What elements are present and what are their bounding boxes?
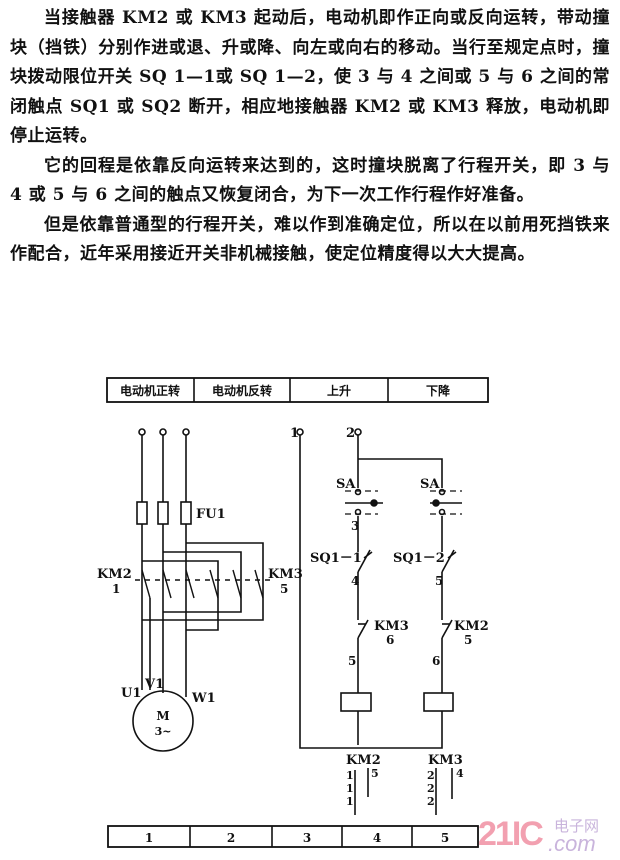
- bottom-cell: 1: [145, 831, 153, 845]
- km3-contact-ref: 2: [427, 782, 435, 795]
- control-circuit: 1 2 SA SA 3 SQ1－1 SQ1－2 4 5 KM3 6 KM2: [290, 426, 489, 815]
- node-3: 3: [351, 519, 359, 533]
- km2-contact-ref: 1: [346, 769, 354, 782]
- km3-coil: [423, 692, 454, 712]
- top-cell: 电动机反转: [212, 383, 272, 398]
- paragraph-3: 但是依靠普通型的行程开关，难以作到准确定位，所以在以前用死挡铁来作配合，近年采用…: [10, 214, 610, 265]
- u1-label: U1: [121, 686, 141, 701]
- coil-km2-label: KM2: [346, 753, 381, 768]
- km3-main-num: 5: [280, 582, 288, 596]
- terminal-1: 1: [290, 426, 299, 441]
- km2-contact-ref: 1: [346, 782, 354, 795]
- km3-contact-ref: 2: [427, 795, 435, 808]
- v1-label: V1: [144, 677, 164, 692]
- node-4: 4: [351, 574, 359, 588]
- bottom-cell: 2: [227, 831, 235, 845]
- km2-interlock-num: 5: [464, 633, 472, 647]
- watermark-com: .com: [548, 831, 596, 856]
- bottom-cell: 4: [373, 831, 381, 845]
- watermark-logo: 21IC 电子网 .com: [478, 815, 618, 857]
- watermark-cn: 电子网: [554, 817, 600, 835]
- bottom-cell: 3: [303, 831, 311, 845]
- top-cell: 电动机正转: [120, 383, 180, 398]
- km3-interlock-num: 6: [386, 633, 394, 647]
- fuse-label: FU1: [196, 507, 226, 522]
- bottom-table: 1 2 3 4 5: [107, 825, 479, 848]
- body-text: 当接触器 KM2 或 KM3 起动后，电动机即作正向或反向运转，带动撞块（挡铁）…: [10, 4, 610, 270]
- sq1-1-label: SQ1－1: [310, 551, 362, 566]
- top-cell: 下降: [426, 383, 451, 398]
- motor-label: M: [156, 709, 169, 723]
- paragraph-2: 它的回程是依靠反向运转来达到的，这时撞块脱离了行程开关，即 3 与 4 或 5 …: [10, 155, 610, 206]
- top-cell: 上升: [327, 383, 351, 398]
- node-5a: 5: [435, 574, 443, 588]
- km2-coil: [340, 692, 372, 712]
- km2-main-label: KM2: [97, 567, 132, 582]
- watermark-big: 21IC: [478, 815, 544, 853]
- sa2-label: SA: [420, 477, 440, 492]
- main-circuit: FU1 KM2 1 KM3 5 U1 V1 W1 M 3~: [97, 428, 303, 752]
- motor-symbol: [132, 690, 194, 752]
- sq1-2-label: SQ1－2: [393, 551, 445, 566]
- motor-phase: 3~: [155, 725, 172, 738]
- terminal-2: 2: [346, 426, 355, 441]
- km2-aux-ref: 5: [371, 767, 379, 780]
- km3-aux-ref: 4: [456, 767, 464, 780]
- km3-contact-ref: 2: [427, 769, 435, 782]
- bottom-cell: 5: [441, 831, 449, 845]
- sa1-label: SA: [336, 477, 356, 492]
- top-table: 电动机正转 电动机反转 上升 下降: [106, 377, 489, 403]
- km3-main-label: KM3: [268, 567, 303, 582]
- km2-interlock-label: KM2: [454, 619, 489, 634]
- node-6: 6: [432, 654, 440, 668]
- node-5b: 5: [348, 654, 356, 668]
- km3-interlock-label: KM3: [374, 619, 409, 634]
- w1-label: W1: [191, 691, 216, 706]
- paragraph-1: 当接触器 KM2 或 KM3 起动后，电动机即作正向或反向运转，带动撞块（挡铁）…: [10, 8, 610, 146]
- km2-contact-ref: 1: [346, 795, 354, 808]
- km2-main-num: 1: [112, 582, 120, 596]
- coil-km3-label: KM3: [428, 753, 463, 768]
